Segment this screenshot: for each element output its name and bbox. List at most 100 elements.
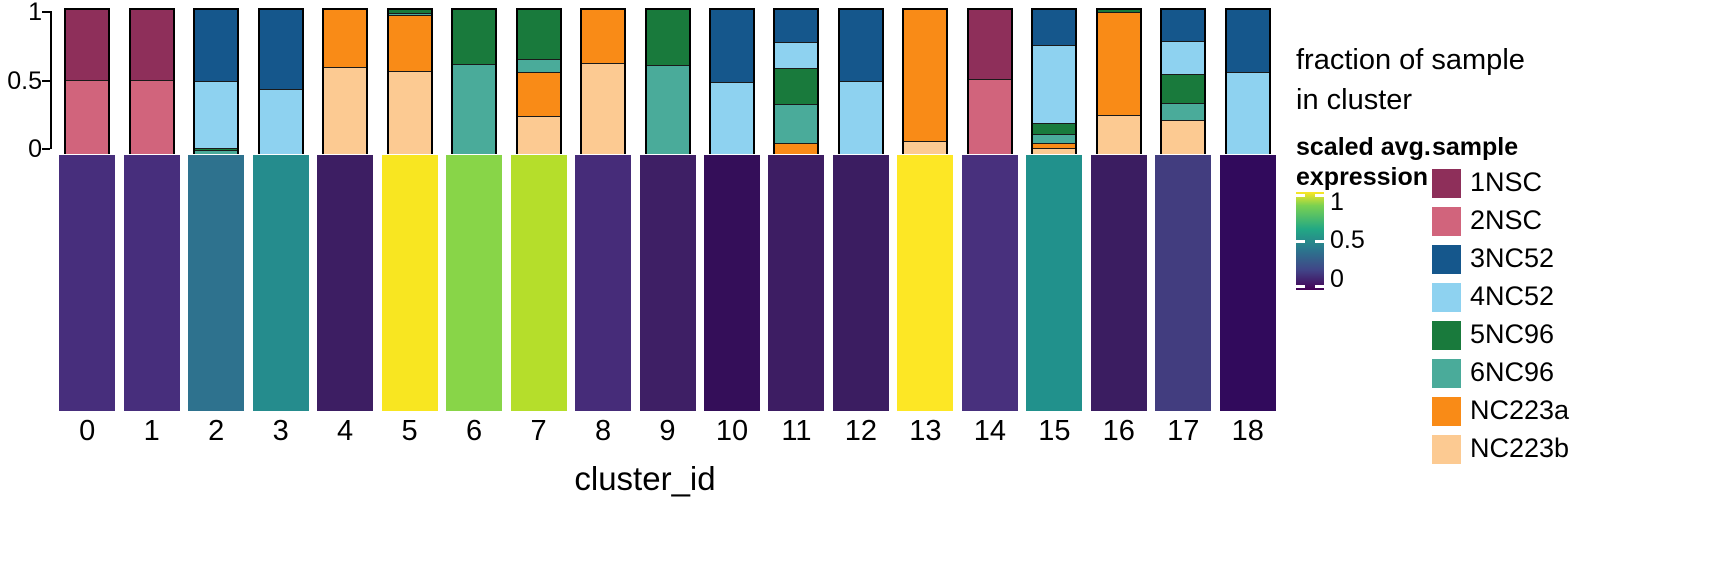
- gradient-tick-1: [1296, 194, 1305, 197]
- tile-fill: [58, 154, 117, 412]
- bar-segment-NC223a: [582, 10, 625, 64]
- bar-segment-5NC96: [517, 10, 560, 60]
- bar-segment-6NC96: [1162, 103, 1205, 121]
- legend-item-NC223b[interactable]: NC223b: [1432, 433, 1722, 465]
- legend-item-3NC52[interactable]: 3NC52: [1432, 243, 1722, 275]
- x-tick-label-3: 3: [272, 415, 289, 447]
- legend-swatch-6NC96: [1432, 359, 1461, 388]
- bar-segment-5NC96: [775, 69, 818, 106]
- tile-fill: [638, 154, 697, 412]
- bar-segment-4NC52: [710, 82, 753, 154]
- stacked-bar-cluster-8[interactable]: [580, 8, 627, 156]
- heatmap-tile-cluster-7[interactable]: [509, 154, 568, 412]
- bar-segment-6NC96: [453, 64, 496, 154]
- gradient-tick-0-5: [1296, 240, 1305, 243]
- legend-label-1NSC: 1NSC: [1470, 167, 1543, 197]
- bar-segment-5NC96: [1033, 123, 1076, 135]
- bar-segment-2NSC: [130, 80, 173, 154]
- heatmap-tile-cluster-6[interactable]: [445, 154, 504, 412]
- heatmap-tile-cluster-18[interactable]: [1218, 154, 1277, 412]
- heatmap-tile-cluster-3[interactable]: [251, 154, 310, 412]
- heatmap-tile-cluster-12[interactable]: [831, 154, 890, 412]
- bar-segment-NC223a: [1097, 12, 1140, 116]
- heatmap-tile-cluster-14[interactable]: [960, 154, 1019, 412]
- legend-label-4NC52: 4NC52: [1470, 281, 1555, 311]
- y-axis-title: fraction of sample in cluster: [1296, 40, 1596, 120]
- tile-fill: [960, 154, 1019, 412]
- legend-item-2NSC[interactable]: 2NSC: [1432, 205, 1722, 237]
- gradient-tick-0-r: [1315, 285, 1324, 288]
- stacked-bar-cluster-15[interactable]: [1031, 8, 1078, 156]
- stacked-bar-cluster-5[interactable]: [386, 8, 433, 156]
- legend-item-5NC96[interactable]: 5NC96: [1432, 319, 1722, 351]
- heatmap-tile-cluster-11[interactable]: [767, 154, 826, 412]
- legend-item-NC223a[interactable]: NC223a: [1432, 395, 1722, 427]
- bar-body: [966, 8, 1013, 156]
- stacked-bar-cluster-17[interactable]: [1160, 8, 1207, 156]
- heatmap-tile-cluster-8[interactable]: [574, 154, 633, 412]
- x-axis-title: cluster_id: [574, 460, 716, 497]
- legend-item-6NC96[interactable]: 6NC96: [1432, 357, 1722, 389]
- stacked-bar-cluster-9[interactable]: [644, 8, 691, 156]
- bar-segment-4NC52: [1226, 73, 1269, 154]
- heatmap-tile-cluster-9[interactable]: [638, 154, 697, 412]
- gradient-label-0: 0: [1330, 265, 1344, 293]
- gradient-legend-bar: [1296, 192, 1324, 290]
- tile-fill: [1154, 154, 1213, 412]
- legend-label-2NSC: 2NSC: [1470, 205, 1543, 235]
- bar-segment-1NSC: [968, 10, 1011, 80]
- heatmap-tile-cluster-4[interactable]: [316, 154, 375, 412]
- bar-segment-2NSC: [968, 79, 1011, 154]
- x-tick-label-4: 4: [337, 415, 354, 447]
- legend-label-3NC52: 3NC52: [1470, 243, 1555, 273]
- tile-fill: [831, 154, 890, 412]
- stacked-bar-cluster-7[interactable]: [515, 8, 562, 156]
- bar-segment-3NC52: [1226, 10, 1269, 74]
- stacked-bar-cluster-11[interactable]: [773, 8, 820, 156]
- stacked-bar-cluster-3[interactable]: [257, 8, 304, 156]
- sample-legend-title: sample: [1432, 133, 1519, 161]
- stacked-bar-cluster-6[interactable]: [451, 8, 498, 156]
- stacked-bar-cluster-14[interactable]: [966, 8, 1013, 156]
- heatmap-tile-cluster-16[interactable]: [1089, 154, 1148, 412]
- stacked-bar-cluster-18[interactable]: [1224, 8, 1271, 156]
- bar-segment-NC223a: [904, 10, 947, 143]
- heatmap-tile-cluster-10[interactable]: [702, 154, 761, 412]
- heatmap-tile-cluster-1[interactable]: [122, 154, 181, 412]
- heatmap-tile-cluster-5[interactable]: [380, 154, 439, 412]
- heatmap-tile-cluster-0[interactable]: [58, 154, 117, 412]
- bar-segment-6NC96: [775, 105, 818, 144]
- legend-swatch-3NC52: [1432, 245, 1461, 274]
- heatmap-tile-cluster-15[interactable]: [1025, 154, 1084, 412]
- x-tick-label-7: 7: [530, 415, 547, 447]
- bar-body: [451, 8, 498, 156]
- x-tick-label-1: 1: [143, 415, 160, 447]
- bar-segment-NC223b: [904, 142, 947, 154]
- stacked-bar-cluster-16[interactable]: [1095, 8, 1142, 156]
- bar-segment-4NC52: [1033, 46, 1076, 124]
- bar-segment-3NC52: [710, 10, 753, 83]
- stacked-bar-cluster-2[interactable]: [193, 8, 240, 156]
- stacked-bar-cluster-12[interactable]: [837, 8, 884, 156]
- tile-fill: [1218, 154, 1277, 412]
- bar-body: [128, 8, 175, 156]
- stacked-bar-cluster-10[interactable]: [708, 8, 755, 156]
- heatmap-tile-cluster-13[interactable]: [896, 154, 955, 412]
- stacked-bar-cluster-4[interactable]: [322, 8, 369, 156]
- stacked-bar-cluster-13[interactable]: [902, 8, 949, 156]
- bar-segment-NC223b: [1033, 148, 1076, 154]
- stacked-bar-cluster-0[interactable]: [64, 8, 111, 156]
- heatmap-tile-cluster-17[interactable]: [1154, 154, 1213, 412]
- legend-item-4NC52[interactable]: 4NC52: [1432, 281, 1722, 313]
- legend-item-1NSC[interactable]: 1NSC: [1432, 167, 1722, 199]
- stacked-bar-cluster-1[interactable]: [128, 8, 175, 156]
- heatmap-tile-cluster-2[interactable]: [187, 154, 246, 412]
- bar-segment-6NC96: [195, 151, 238, 154]
- bar-segment-NC223a: [517, 72, 560, 118]
- tile-fill: [767, 154, 826, 412]
- gradient-tick-0: [1296, 285, 1305, 288]
- bar-segment-NC223b: [1097, 115, 1140, 154]
- legend-label-6NC96: 6NC96: [1470, 357, 1555, 387]
- x-tick-label-11: 11: [781, 415, 812, 447]
- bar-segment-NC223a: [1033, 143, 1076, 149]
